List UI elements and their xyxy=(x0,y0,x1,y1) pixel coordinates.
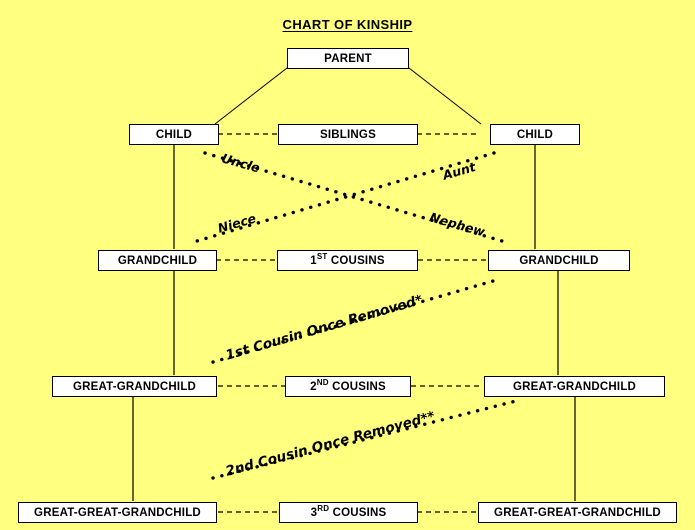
relation-label-aunt: Aunt xyxy=(440,159,478,183)
node-great-great-grandchild-right[interactable]: GREAT-GREAT-GRANDCHILD xyxy=(478,502,677,523)
node-cousins-first-suffix: ST xyxy=(316,251,328,261)
node-cousins-second-suffix: ND xyxy=(316,377,329,387)
relation-label-first-cousin-once-removed: 1st Cousin Once Removed* xyxy=(223,292,425,364)
node-child-left[interactable]: CHILD xyxy=(129,124,219,145)
node-great-grandchild-left-label: GREAT-GRANDCHILD xyxy=(72,380,197,393)
node-great-great-grandchild-left-label: GREAT-GREAT-GRANDCHILD xyxy=(34,506,201,519)
node-grandchild-right[interactable]: GRANDCHILD xyxy=(488,250,630,271)
node-great-grandchild-right-label: GREAT-GRANDCHILD xyxy=(512,380,637,393)
node-cousins-third-suffix: RD xyxy=(317,503,330,513)
node-great-grandchild-left[interactable]: GREAT-GRANDCHILD xyxy=(52,376,217,397)
node-child-left-label: CHILD xyxy=(155,128,193,141)
node-great-grandchild-right[interactable]: GREAT-GRANDCHILD xyxy=(484,376,665,397)
node-cousins-third-ordinal: 3 xyxy=(310,506,318,519)
relation-label-uncle: Uncle xyxy=(219,150,262,176)
edge-parent-to-child-right xyxy=(408,67,482,125)
node-grandchild-right-label: GRANDCHILD xyxy=(519,254,599,267)
node-siblings-label: SIBLINGS xyxy=(320,128,376,141)
relation-label-second-cousin-once-removed: 2nd Cousin Once Removed** xyxy=(223,408,437,480)
relation-label-nephew: Nephew xyxy=(427,209,487,240)
node-cousins-first-label: 1ST COUSINS xyxy=(310,251,385,267)
node-cousins-third[interactable]: 3RD COUSINS xyxy=(279,502,418,523)
node-cousins-first-word: COUSINS xyxy=(327,254,385,267)
node-parent[interactable]: PARENT xyxy=(287,48,409,69)
node-great-great-grandchild-left[interactable]: GREAT-GREAT-GRANDCHILD xyxy=(18,502,217,523)
node-cousins-second-ordinal: 2 xyxy=(310,380,317,393)
node-child-right[interactable]: CHILD xyxy=(490,124,580,145)
node-parent-label: PARENT xyxy=(324,52,372,65)
node-cousins-second-word: COUSINS xyxy=(328,380,386,393)
node-cousins-third-label: 3RD COUSINS xyxy=(310,503,387,519)
node-grandchild-left-label: GRANDCHILD xyxy=(117,254,198,267)
page-title: CHART OF KINSHIP xyxy=(282,17,413,32)
node-grandchild-left[interactable]: GRANDCHILD xyxy=(98,250,217,271)
node-cousins-first[interactable]: 1ST COUSINS xyxy=(277,250,418,271)
node-siblings[interactable]: SIBLINGS xyxy=(278,124,418,145)
relation-label-niece: Niece xyxy=(215,210,258,236)
node-cousins-second[interactable]: 2ND COUSINS xyxy=(285,376,411,397)
node-cousins-third-word: COUSINS xyxy=(329,506,387,519)
node-cousins-second-label: 2ND COUSINS xyxy=(310,377,386,393)
edge-parent-to-child-left xyxy=(214,67,288,125)
node-child-right-label: CHILD xyxy=(516,128,554,141)
node-great-great-grandchild-right-label: GREAT-GREAT-GRANDCHILD xyxy=(494,506,661,519)
node-cousins-first-ordinal: 1 xyxy=(310,254,317,267)
